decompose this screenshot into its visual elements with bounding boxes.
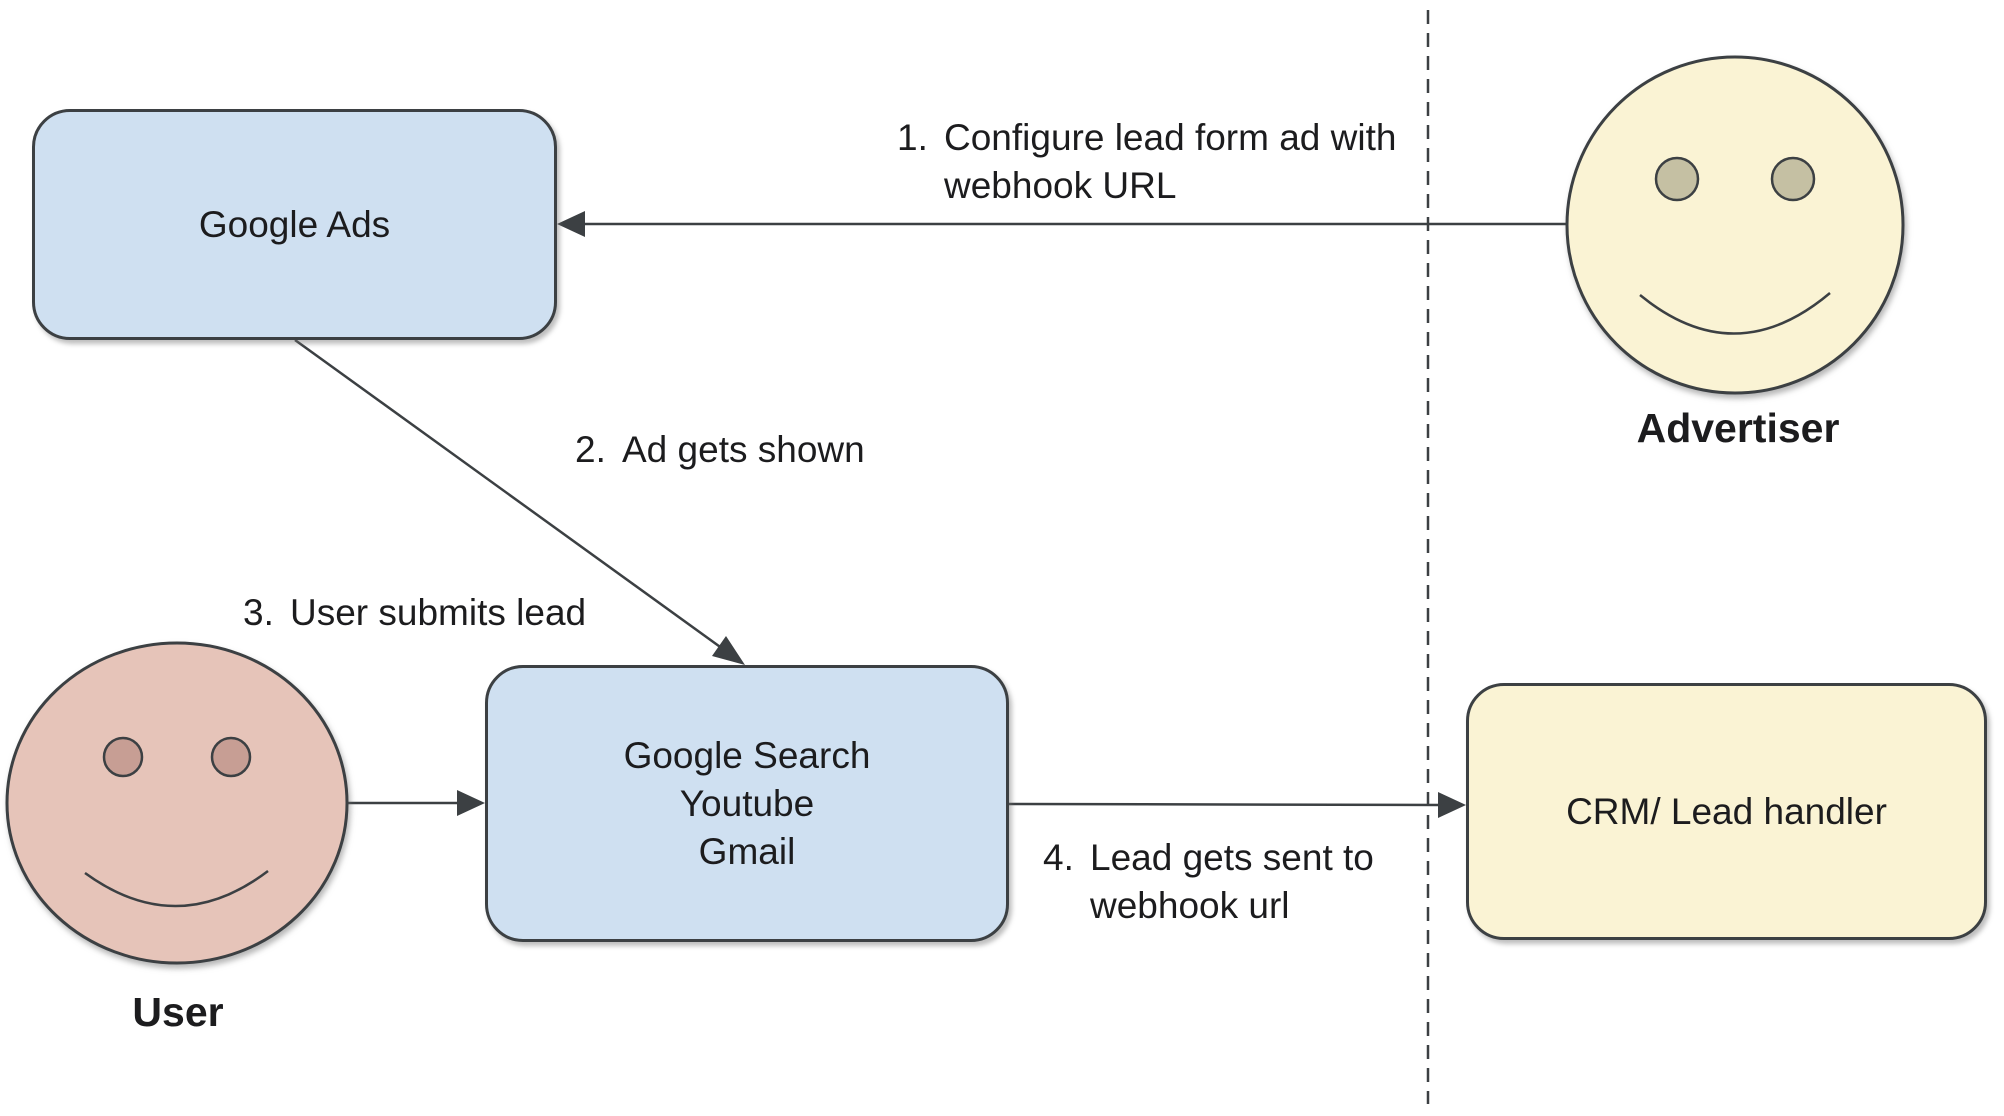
arrow-ad-shown-head-icon <box>712 636 745 665</box>
step-4-line-1: Lead gets sent to <box>1090 837 1374 878</box>
step-3-line-1: User submits lead <box>290 592 587 633</box>
node-google-ads-label: Google Ads <box>198 203 391 245</box>
node-google-ads: Google Ads <box>32 109 557 340</box>
node-crm-lead-handler: CRM/ Lead handler <box>1466 683 1987 940</box>
step-2-number: 2. <box>575 429 606 470</box>
surface-line-gmail: Gmail <box>698 830 796 872</box>
advertiser-face-icon <box>1565 55 1905 395</box>
user-smile-icon <box>84 870 269 908</box>
user-head <box>5 641 349 965</box>
arrow-ad-shown-line <box>294 338 724 651</box>
arrow-webhook-head-icon <box>1438 792 1466 818</box>
step-1-annotation: 1. Configure lead form ad with webhook U… <box>897 114 1396 210</box>
step-3-annotation: 3. User submits lead <box>243 589 586 637</box>
arrow-configure-head-icon <box>557 211 585 237</box>
step-4-number: 4. <box>1043 837 1074 878</box>
advertiser-smile-icon <box>1639 292 1831 335</box>
step-2-annotation: 2. Ad gets shown <box>575 426 865 474</box>
surface-line-google-search: Google Search <box>623 734 871 776</box>
node-google-surfaces-label: Google Search Youtube Gmail <box>624 732 871 876</box>
step-3-number: 3. <box>243 592 274 633</box>
step-1-number: 1. <box>897 117 928 158</box>
step-1-line-2: webhook URL <box>944 165 1177 206</box>
step-1-line-1: Configure lead form ad with <box>944 117 1397 158</box>
surface-line-youtube: Youtube <box>679 782 815 824</box>
advertiser-left-eye-icon <box>1654 156 1700 202</box>
user-left-eye-icon <box>102 736 144 778</box>
user-right-eye-icon <box>210 736 252 778</box>
node-crm-label: CRM/ Lead handler <box>1566 790 1887 832</box>
user-label: User <box>132 989 224 1035</box>
advertiser-head <box>1565 55 1905 395</box>
advertiser-right-eye-icon <box>1770 156 1816 202</box>
arrow-webhook-line <box>1008 802 1444 807</box>
advertiser-label: Advertiser <box>1636 405 1840 451</box>
node-google-surfaces: Google Search Youtube Gmail <box>485 665 1009 942</box>
arrow-submit-lead-head-icon <box>457 790 485 816</box>
user-face-icon <box>5 641 349 965</box>
step-4-line-2: webhook url <box>1090 885 1290 926</box>
step-4-annotation: 4. Lead gets sent to webhook url <box>1043 834 1374 930</box>
step-2-line-1: Ad gets shown <box>622 429 865 470</box>
